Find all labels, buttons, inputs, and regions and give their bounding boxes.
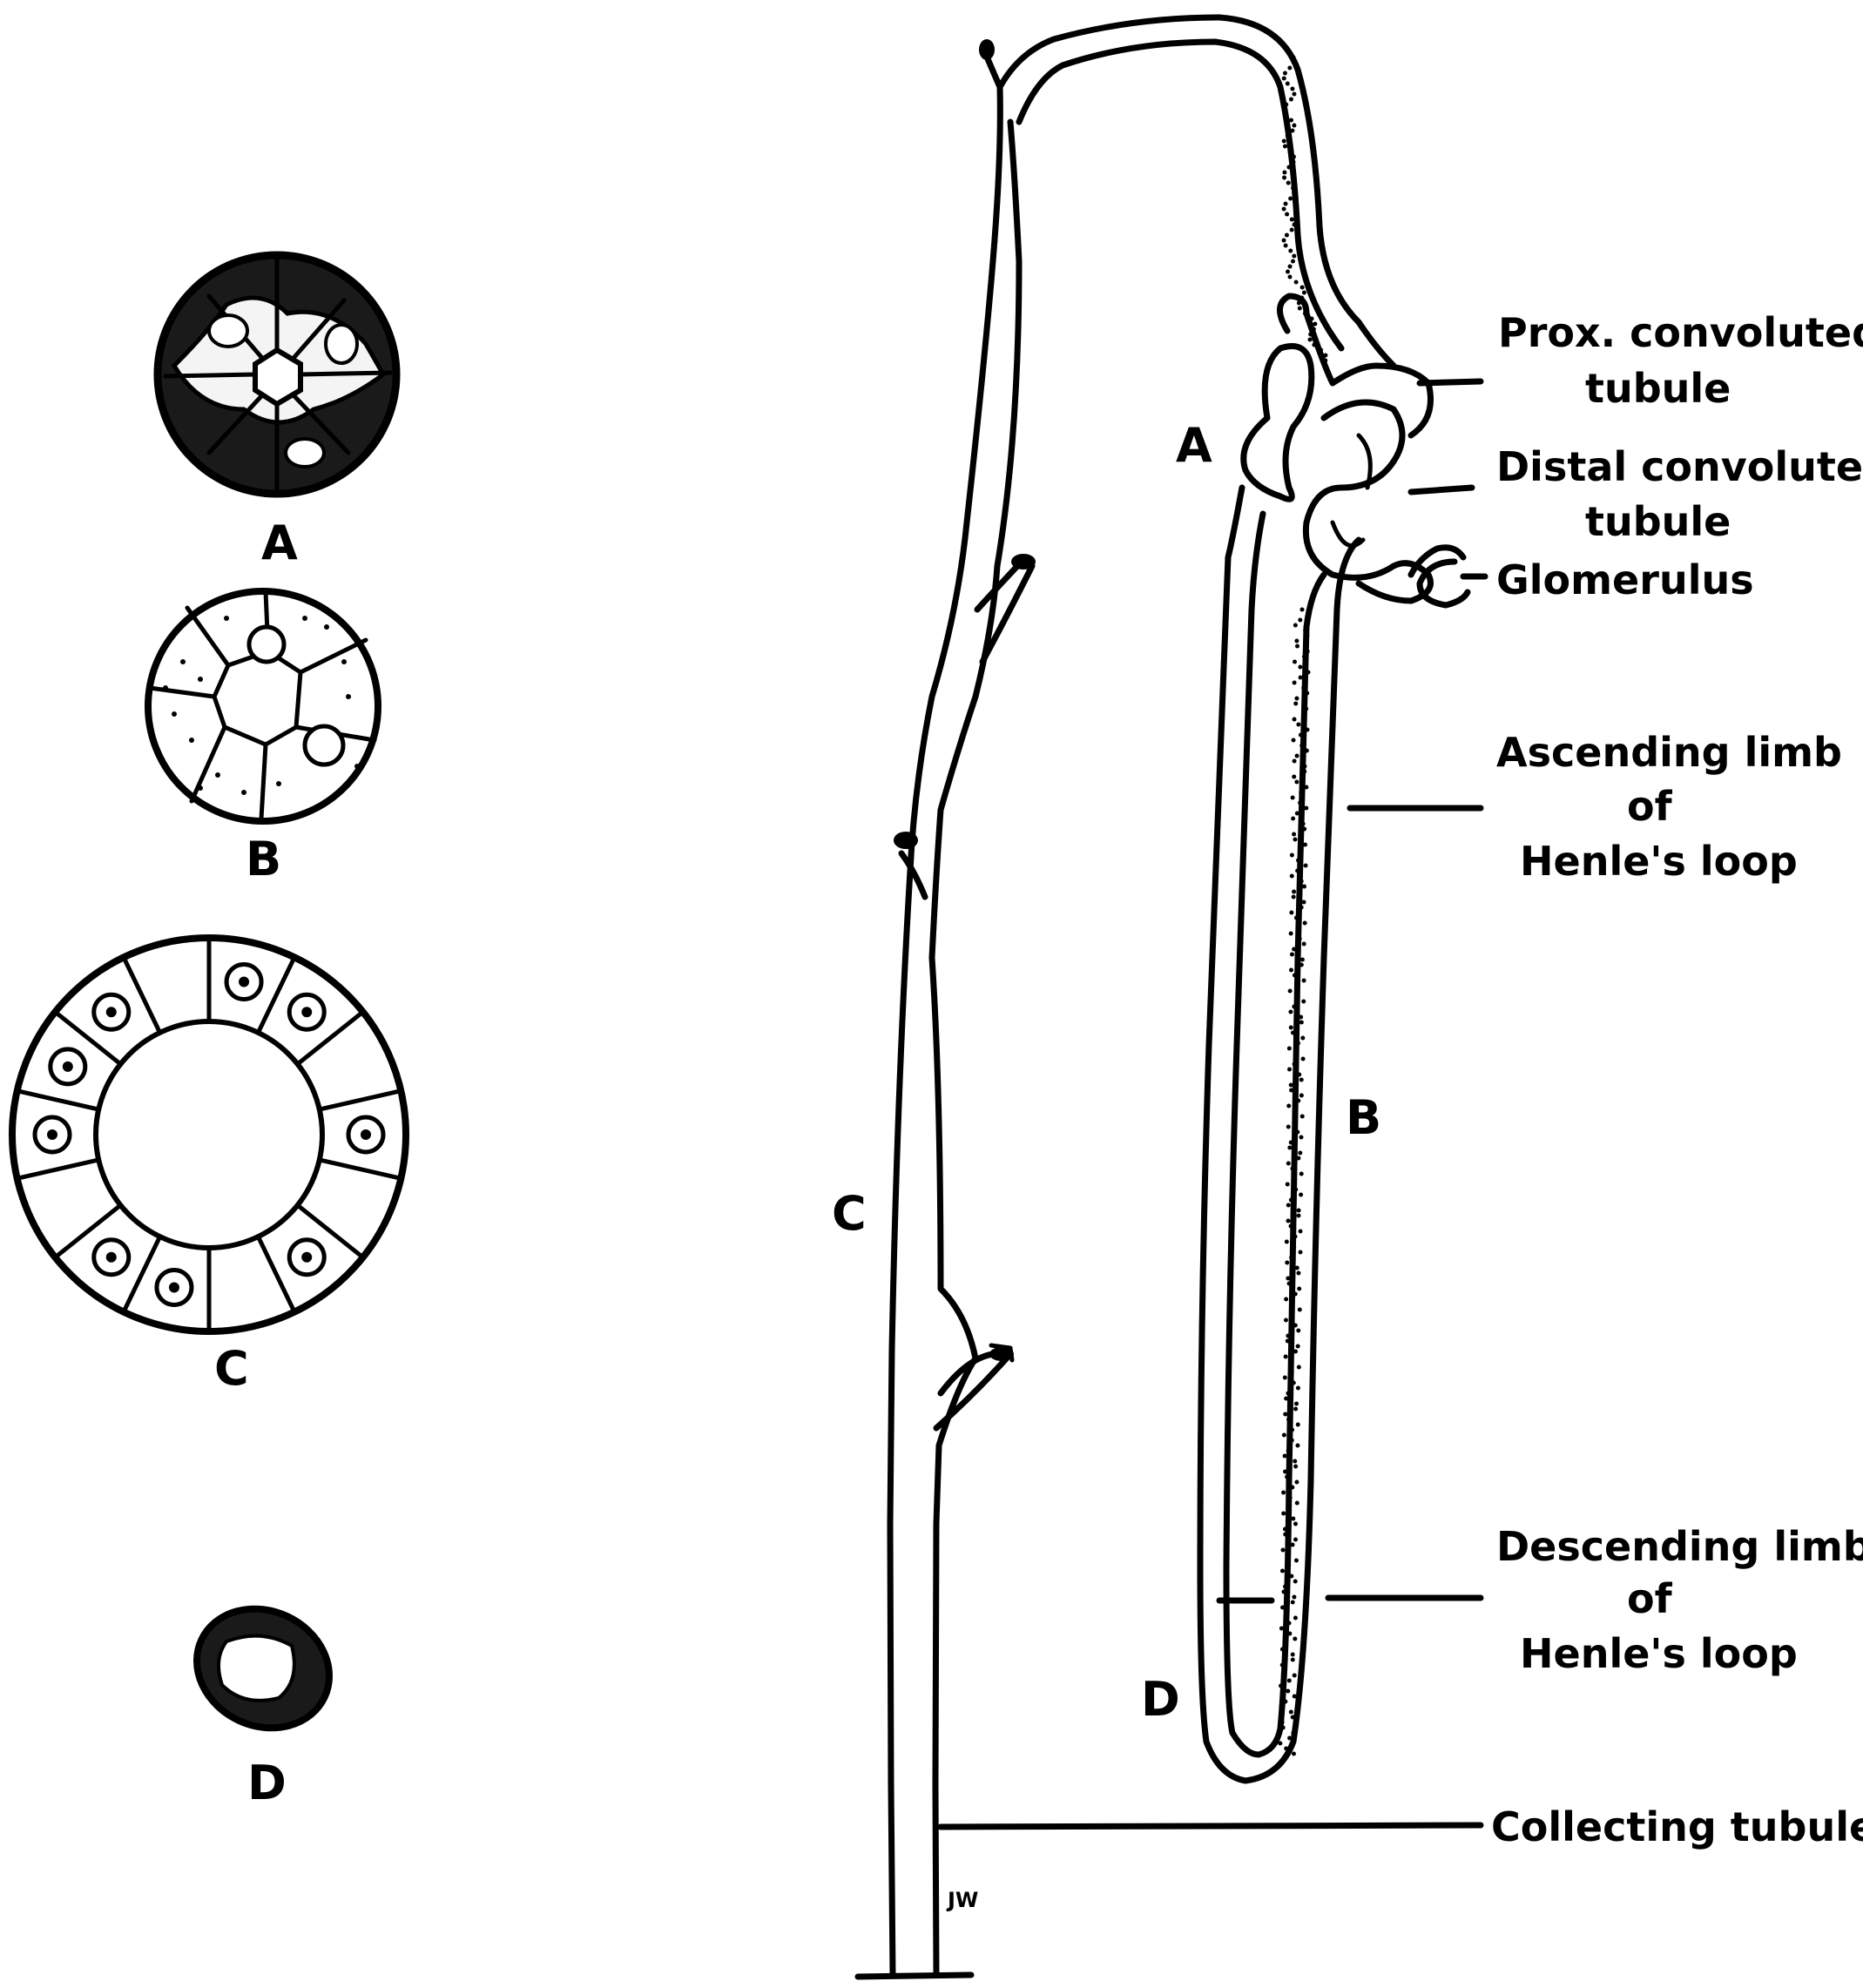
- label-collecting: Collecting tubule: [1491, 1803, 1863, 1850]
- label-distal-line2: tubule: [1585, 498, 1731, 545]
- label-prox-line1: Prox. convoluted: [1498, 309, 1863, 356]
- label-descending-line3: Henle's loop: [1520, 1630, 1798, 1677]
- cross-section-d-label: D: [247, 1756, 287, 1810]
- label-prox-line2: tubule: [1585, 365, 1731, 412]
- cross-section-c-label: C: [214, 1341, 249, 1396]
- cross-section-b: [148, 591, 378, 821]
- cross-section-a-label: A: [261, 516, 298, 570]
- label-descending-line1: Descending limb: [1496, 1523, 1863, 1570]
- artist-signature: JW: [946, 1888, 978, 1912]
- nephron-label-d: D: [1141, 1672, 1180, 1727]
- label-glomerulus: Glomerulus: [1496, 556, 1754, 603]
- label-descending-line2: of: [1627, 1575, 1673, 1622]
- nephron-label-c: C: [832, 1186, 867, 1241]
- label-distal-line1: Distal convoluted: [1496, 443, 1863, 490]
- cross-section-d: [177, 1587, 348, 1749]
- label-ascending-line3: Henle's loop: [1520, 838, 1798, 885]
- cross-section-a: [158, 255, 396, 494]
- nephron-label-a: A: [1176, 418, 1212, 473]
- label-ascending-line2: of: [1627, 783, 1673, 830]
- label-ascending-line1: Ascending limb: [1496, 729, 1842, 776]
- nephron-label-b: B: [1346, 1090, 1381, 1145]
- cross-section-b-label: B: [246, 832, 281, 886]
- cross-section-c: [12, 938, 406, 1331]
